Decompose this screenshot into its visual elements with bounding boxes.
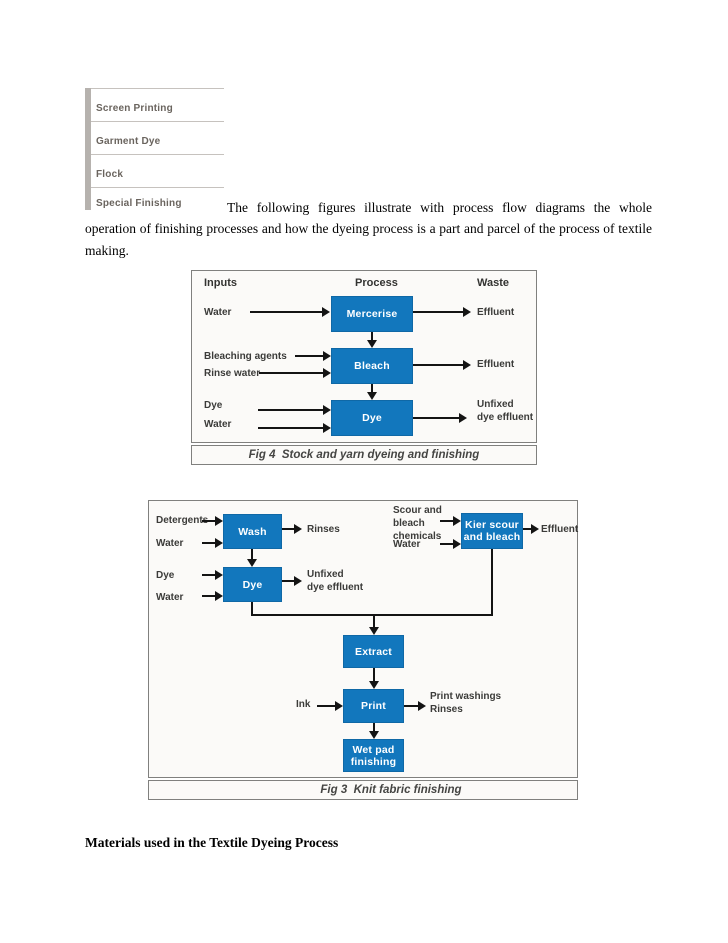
fig3-input-water2: Water: [156, 592, 184, 603]
fig3-arrow-print-to-wet-pad: [369, 723, 379, 739]
list-item-label: Screen Printing: [96, 103, 173, 114]
fig4-output-effluent1: Effluent: [477, 307, 515, 318]
list-item-screen-printing: Screen Printing: [91, 88, 224, 121]
intro-paragraph: The following figures illustrate with pr…: [85, 197, 652, 261]
fig3-print-process-box: Print: [343, 689, 404, 723]
fig4-input-water2: Water: [204, 419, 232, 430]
fig4-arrow-bleach-to-effluent: [413, 360, 471, 370]
fig4-arrow-water-to-dye: [258, 423, 331, 433]
fig4-arrow-bleach-to-dye: [367, 384, 377, 400]
intro-paragraph-text: The following figures illustrate with pr…: [85, 200, 652, 258]
paragraph-first-line-indent: [85, 211, 227, 212]
fig4-caption-bar: Fig 4 Stock and yarn dyeing and finishin…: [191, 445, 537, 465]
fig3-arrow-water-to-kier: [440, 539, 461, 549]
fig4-col-header-waste: Waste: [477, 277, 509, 289]
fig3-arrow-wash-to-dye: [247, 549, 257, 567]
fig3-wash-process-box: Wash: [223, 514, 282, 549]
fig3-arrow-ink-to-print: [317, 701, 343, 711]
fig3-input-ink: Ink: [296, 699, 311, 710]
fig3-dye-process-box: Dye: [223, 567, 282, 602]
fig4-col-header-inputs: Inputs: [204, 277, 237, 289]
fig3-diagram-area: Wash Dye Kier scour and bleach Extract P…: [148, 500, 578, 778]
fig3-output-print-washings-rinses: Print washings Rinses: [430, 691, 502, 715]
fig3-arrow-connector-to-extract: [369, 615, 379, 635]
fig3-arrow-kier-to-effluent: [523, 524, 539, 534]
section-heading-materials: Materials used in the Textile Dyeing Pro…: [85, 835, 339, 850]
fig4-arrow-bleaching-agents-to-bleach: [295, 351, 331, 361]
fig4-arrow-dye-to-unfixed-effluent: [413, 413, 467, 423]
fig4-output-effluent2: Effluent: [477, 359, 515, 370]
fig3-arrow-chemicals-to-kier: [440, 516, 461, 526]
fig3-output-rinses: Rinses: [307, 524, 340, 535]
fig3-input-water3: Water: [393, 539, 421, 550]
list-item-flock: Flock: [91, 154, 224, 187]
fig4-input-dye: Dye: [204, 400, 223, 411]
fig3-arrow-detergents-to-wash: [202, 516, 223, 526]
fig4-col-header-process: Process: [355, 277, 398, 289]
list-item-label: Special Finishing: [96, 198, 182, 209]
fig3-line-kier-down: [491, 549, 493, 615]
fig3-arrow-water-to-dye: [202, 591, 223, 601]
fig3-knit-fabric-finishing-diagram: Wash Dye Kier scour and bleach Extract P…: [148, 500, 578, 800]
fig4-arrow-mercerise-to-effluent: [413, 307, 471, 317]
finishing-options-list: Screen Printing Garment Dye Flock Specia…: [85, 88, 224, 210]
fig4-input-rinse-water: Rinse water: [204, 368, 261, 379]
fig3-output-unfixed-dye-effluent: Unfixed dye effluent: [307, 569, 364, 593]
fig3-line-dye-down: [251, 602, 253, 616]
fig3-input-scour-bleach-chemicals: Scour and bleach chemicals: [393, 505, 442, 542]
fig3-arrow-wash-to-rinses: [282, 524, 302, 534]
fig4-arrow-water-to-mercerise: [250, 307, 330, 317]
list-item-label: Flock: [96, 169, 124, 180]
fig3-arrow-water-to-wash: [202, 538, 223, 548]
fig3-input-dye: Dye: [156, 570, 175, 581]
fig3-extract-process-box: Extract: [343, 635, 404, 668]
fig3-wet-pad-finishing-process-box: Wet pad finishing: [343, 739, 404, 772]
fig3-line-connector: [251, 614, 493, 616]
fig3-arrow-print-to-washings: [404, 701, 426, 711]
fig3-input-detergents: Detergents: [156, 515, 209, 526]
fig4-output-unfixed-dye-effluent: Unfixed dye effluent: [477, 399, 534, 423]
fig3-arrow-extract-to-print: [369, 668, 379, 689]
fig4-arrow-rinse-water-to-bleach: [259, 368, 331, 378]
fig4-arrow-mercerise-to-bleach: [367, 332, 377, 348]
fig4-caption: Fig 4 Stock and yarn dyeing and finishin…: [248, 449, 480, 461]
fig3-kier-scour-bleach-process-box: Kier scour and bleach: [461, 513, 523, 549]
list-item-special-finishing: Special Finishing: [91, 187, 224, 210]
list-item-label: Garment Dye: [96, 136, 161, 147]
fig3-output-effluent: Effluent: [541, 524, 579, 535]
fig4-stock-yarn-dyeing-diagram: Inputs Process Waste Mercerise Bleach Dy…: [191, 270, 537, 465]
fig3-caption-bar: Fig 3 Knit fabric finishing: [148, 780, 578, 800]
fig4-bleach-process-box: Bleach: [331, 348, 413, 384]
fig4-arrow-dye-input-to-dye: [258, 405, 331, 415]
fig4-dye-process-box: Dye: [331, 400, 413, 436]
fig3-caption: Fig 3 Knit fabric finishing: [320, 784, 462, 796]
fig4-input-water1: Water: [204, 307, 232, 318]
list-item-garment-dye: Garment Dye: [91, 121, 224, 154]
fig4-input-bleaching-agents: Bleaching agents: [204, 351, 287, 362]
fig4-diagram-area: Inputs Process Waste Mercerise Bleach Dy…: [191, 270, 537, 443]
fig3-arrow-dye-to-unfixed-effluent: [282, 576, 302, 586]
fig3-arrow-dye-input-to-dye: [202, 570, 223, 580]
fig3-input-water1: Water: [156, 538, 184, 549]
fig4-mercerise-process-box: Mercerise: [331, 296, 413, 332]
